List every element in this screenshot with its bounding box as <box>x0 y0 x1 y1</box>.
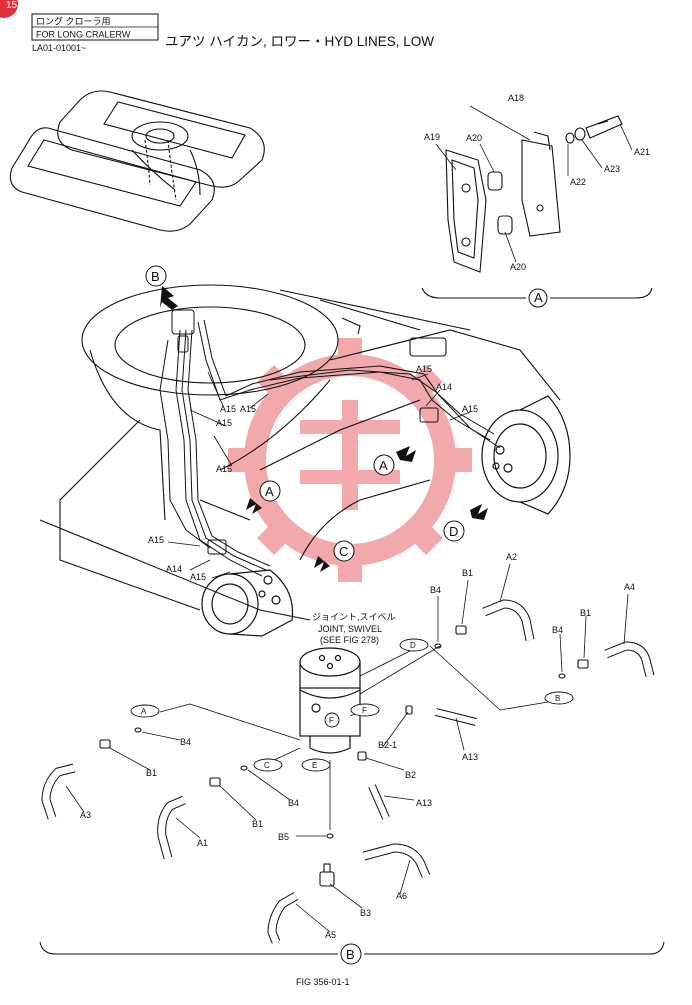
swivel-joint <box>299 647 361 754</box>
swivel-port-f-letter: F <box>329 716 334 725</box>
port-tag-b: B <box>555 694 560 703</box>
part-label-a4: A4 <box>624 582 635 592</box>
header-box: ロング クローラ用 FOR LONG CRALERW <box>31 13 159 41</box>
header-jp-label: ロング クローラ用 <box>36 16 111 27</box>
part-label-a15: A15 <box>190 572 206 582</box>
part-label-a21: A21 <box>634 147 650 157</box>
detail-a-bracket <box>421 115 653 299</box>
part-label-a15: A15 <box>216 464 232 474</box>
part-label-a19: A19 <box>424 132 440 142</box>
part-label-a20: A20 <box>510 262 526 272</box>
view-a-marker-left: A <box>265 484 274 499</box>
part-label-b4: B4 <box>430 585 441 595</box>
part-label-a3: A3 <box>80 810 91 820</box>
figure-number: FIG 356-01-1 <box>296 977 350 987</box>
part-label-a6: A6 <box>396 891 407 901</box>
serial-range: LA01-01001~ <box>32 43 86 53</box>
part-label-a15: A15 <box>462 404 478 414</box>
page-title: ユアツ ハイカン, ロワー・HYD LINES, LOW <box>165 34 434 49</box>
part-label-a15: A15 <box>220 404 236 414</box>
part-label-b5: B5 <box>278 832 289 842</box>
view-a-marker-right: A <box>379 458 388 473</box>
part-label-a14: A14 <box>436 382 452 392</box>
part-label-a23: A23 <box>604 164 620 174</box>
part-label-b1: B1 <box>462 568 473 578</box>
leader-lines <box>167 105 633 579</box>
part-label-b4: B4 <box>180 737 191 747</box>
view-arrows <box>160 286 488 572</box>
part-label-b1: B1 <box>146 768 157 778</box>
detail-b-bracket <box>39 941 665 955</box>
view-d-marker: D <box>449 524 458 539</box>
port-tags <box>130 638 574 772</box>
view-a-label-detail: A <box>534 290 543 305</box>
part-label-a1: A1 <box>197 838 208 848</box>
svg-text:15: 15 <box>6 0 18 11</box>
view-markers <box>145 265 465 965</box>
part-label-a13: A13 <box>462 752 478 762</box>
port-tag-d: D <box>410 641 416 650</box>
port-leaders <box>159 645 561 830</box>
page-tab: 15 <box>0 0 18 18</box>
view-b-marker: B <box>151 269 160 284</box>
part-label-a14: A14 <box>166 564 182 574</box>
part-label-a5: A5 <box>325 930 336 940</box>
travel-motor-left <box>201 569 294 637</box>
port-tag-a: A <box>141 707 147 716</box>
part-label-b4: B4 <box>288 798 299 808</box>
part-label-a15: A15 <box>148 535 164 545</box>
view-b-marker-detail: B <box>346 947 355 962</box>
part-label-b1: B1 <box>252 819 263 829</box>
swivel-note-en: JOINT, SWIVEL <box>318 624 382 634</box>
swivel-note-ref: (SEE FIG 278) <box>320 635 379 645</box>
undercarriage-frame <box>39 284 561 621</box>
header-en-label: FOR LONG CRALERW <box>36 30 131 40</box>
exploded-fittings <box>41 599 655 944</box>
part-label-a15: A15 <box>416 364 432 374</box>
part-label-a13: A13 <box>416 798 432 808</box>
part-label-b4: B4 <box>552 625 563 635</box>
part-label-a22: A22 <box>570 177 586 187</box>
part-label-b2-1: B2-1 <box>378 740 397 750</box>
view-c-marker: C <box>339 544 348 559</box>
hydraulic-lines <box>159 309 501 577</box>
part-label-a2: A2 <box>506 552 517 562</box>
port-tag-c: C <box>264 761 270 770</box>
port-tag-e: E <box>312 761 317 770</box>
exploded-leaders <box>65 563 629 933</box>
part-label-a15: A15 <box>240 404 256 414</box>
port-tag-f: F <box>362 706 367 715</box>
part-label-a15: A15 <box>216 418 232 428</box>
travel-motor-right <box>481 395 571 515</box>
swivel-note-jp: ジョイント,スイベル <box>312 612 396 622</box>
part-label-b1: B1 <box>580 608 591 618</box>
part-label-a20: A20 <box>466 133 482 143</box>
swivel-port-f-marker <box>324 712 340 728</box>
part-label-a18: A18 <box>508 93 524 103</box>
part-label-b3: B3 <box>360 908 371 918</box>
part-label-b2: B2 <box>405 770 416 780</box>
track-overview-illustration <box>9 90 265 232</box>
